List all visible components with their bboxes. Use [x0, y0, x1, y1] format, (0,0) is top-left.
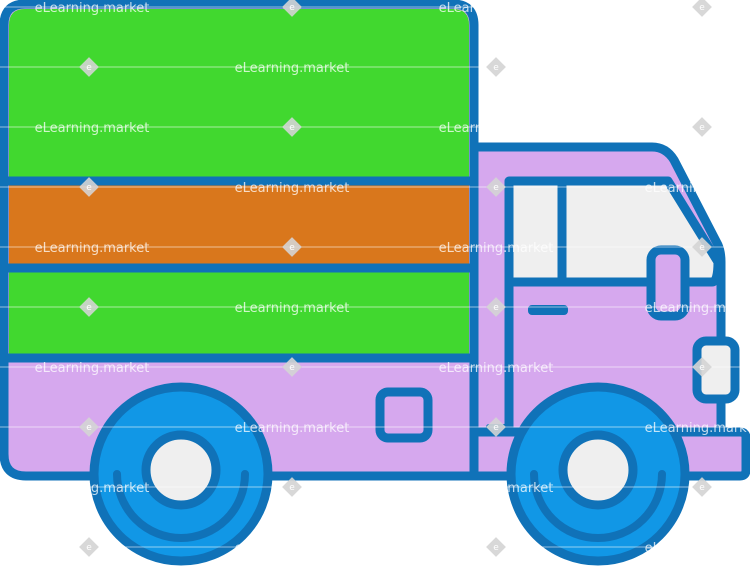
watermark-diamond-icon — [692, 357, 712, 377]
cargo-stripe-orange — [9, 184, 469, 266]
watermark-diamond-icon — [282, 477, 302, 497]
watermark-diamond-icon — [79, 417, 99, 437]
watermark-glyph: e — [86, 183, 92, 193]
watermark-glyph: e — [86, 543, 92, 553]
watermark-glyph: e — [699, 483, 705, 493]
watermark-glyph: e — [86, 303, 92, 313]
watermark-diamond-icon — [79, 57, 99, 77]
watermark-diamond-icon — [282, 357, 302, 377]
watermark-glyph: e — [289, 363, 295, 373]
watermark-glyph: e — [493, 183, 499, 193]
watermark-text: eLearning.market — [439, 361, 554, 376]
watermark-text: eLearning.market — [645, 301, 750, 316]
watermark-diamond-icon — [79, 177, 99, 197]
watermark-text: eLearning.market — [645, 61, 750, 76]
watermark-diamond-icon — [486, 177, 506, 197]
watermark-glyph: e — [493, 303, 499, 313]
watermark-text: eLearning.market — [645, 181, 750, 196]
watermark-text: eLearning.market — [439, 481, 554, 496]
watermark-diamond-icon — [692, 477, 712, 497]
watermark-text: eLearning.market — [439, 121, 554, 136]
watermark-text: eLearning.market — [645, 541, 750, 556]
cargo-latch-icon — [375, 387, 433, 443]
watermark-diamond-icon — [486, 57, 506, 77]
watermark-diamond-icon — [282, 237, 302, 257]
watermark-glyph: e — [493, 543, 499, 553]
watermark-text: eLearning.market — [35, 481, 150, 496]
wheel-tread — [113, 470, 249, 542]
rear-wheel — [89, 382, 273, 566]
watermark-text: eLearning.market — [235, 421, 350, 436]
wheel-hub — [558, 430, 638, 510]
watermark-diamond-icon — [282, 117, 302, 137]
watermark-diamond-icon — [486, 297, 506, 317]
watermark-glyph: e — [289, 243, 295, 253]
cargo-top-green — [9, 9, 469, 181]
watermark-text: eLearning.market — [645, 421, 750, 436]
mirror-icon — [646, 245, 690, 321]
watermark-glyph: e — [289, 123, 295, 133]
watermark-glyph: e — [699, 363, 705, 373]
watermark-text: eLearning.market — [439, 241, 554, 256]
watermark-glyph: e — [289, 483, 295, 493]
watermark-glyph: e — [86, 63, 92, 73]
watermark-text: eLearning.market — [235, 181, 350, 196]
watermark-text: eLearning.market — [235, 61, 350, 76]
watermark-glyph: e — [699, 3, 705, 13]
watermark-glyph: e — [289, 3, 295, 13]
watermark-diamond-icon — [486, 537, 506, 557]
watermark-text: eLearning.market — [35, 121, 150, 136]
truck-cargo — [0, 0, 510, 481]
front-wheel — [506, 382, 690, 566]
wheel-hub — [141, 430, 221, 510]
watermark-text: eLearning.market — [35, 1, 150, 16]
watermark-text: eLearning.market — [439, 1, 554, 16]
watermark-text: eLearning.market — [35, 241, 150, 256]
watermark-glyph: e — [86, 423, 92, 433]
watermark-text: eLearning.market — [235, 301, 350, 316]
watermark-glyph: e — [699, 243, 705, 253]
watermark-diamond-icon — [486, 417, 506, 437]
wheel-tread — [530, 470, 666, 542]
watermark-diamond-icon — [282, 0, 302, 17]
watermark-glyph: e — [699, 123, 705, 133]
watermark-diamond-icon — [79, 297, 99, 317]
watermark-text: eLearning.market — [35, 361, 150, 376]
watermark-glyph: e — [493, 423, 499, 433]
watermark-glyph: e — [493, 63, 499, 73]
watermark-text: eLearning.market — [235, 541, 350, 556]
